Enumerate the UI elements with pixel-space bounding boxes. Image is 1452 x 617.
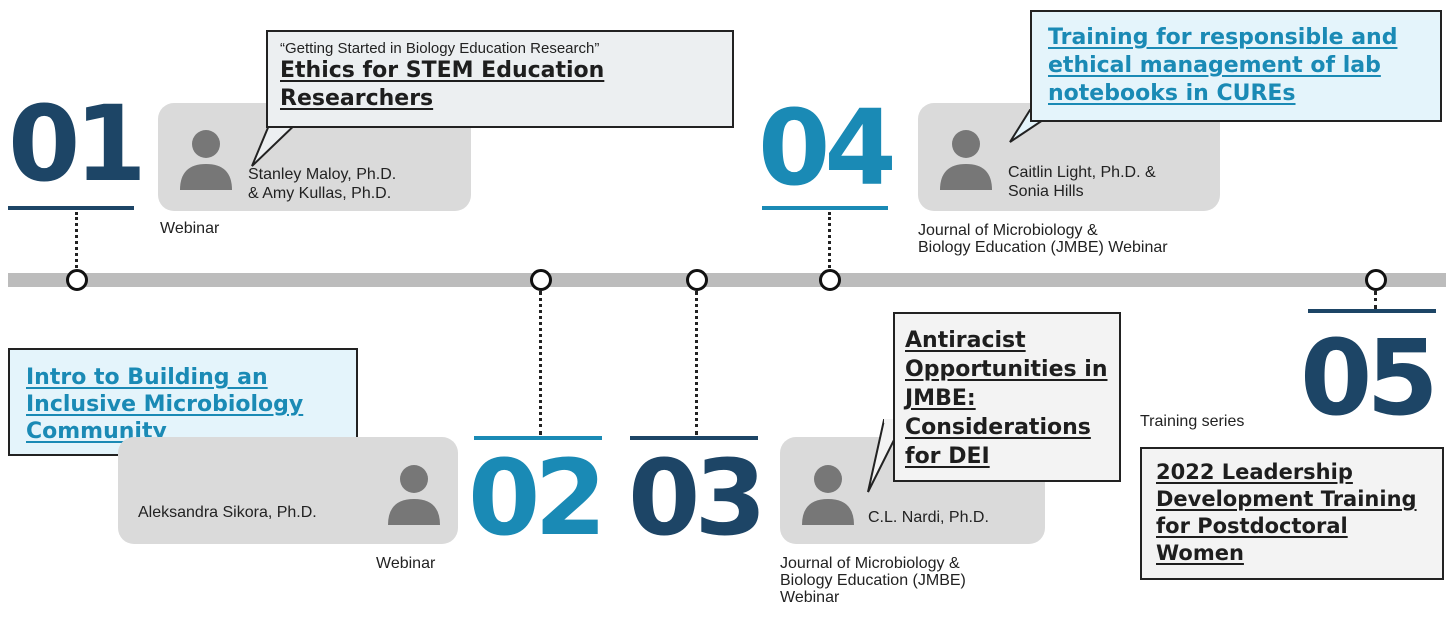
person-silhouette-icon xyxy=(388,465,440,525)
timeline-node-01 xyxy=(66,269,88,291)
timeline-node-03 xyxy=(686,269,708,291)
event-underline-02 xyxy=(474,436,602,440)
event-format-01: Webinar xyxy=(160,220,220,237)
event-underline-03 xyxy=(630,436,758,440)
person-silhouette-icon xyxy=(940,130,992,190)
event-underline-04 xyxy=(762,206,888,210)
presenter-names-04: Caitlin Light, Ph.D. & Sonia Hills xyxy=(1008,164,1156,200)
event-number-05: 05 xyxy=(1300,317,1439,439)
presenter-names-02: Aleksandra Sikora, Ph.D. xyxy=(138,504,317,521)
event-number-02: 02 xyxy=(468,437,607,559)
event-number-04: 04 xyxy=(758,87,897,209)
connector-03 xyxy=(695,291,698,435)
event-format-03: Journal of Microbiology & Biology Educat… xyxy=(780,555,966,606)
timeline-node-02 xyxy=(530,269,552,291)
event-format-04: Journal of Microbiology & Biology Educat… xyxy=(918,222,1168,256)
timeline-node-05 xyxy=(1365,269,1387,291)
title-bubble-03: Antiracist Opportunities in JMBE: Consid… xyxy=(893,312,1121,482)
event-format-05: Training series xyxy=(1140,413,1245,430)
connector-04 xyxy=(828,212,831,268)
series-subtitle-01: “Getting Started in Biology Education Re… xyxy=(280,40,600,57)
event-title-link-04[interactable]: Training for responsible and ethical man… xyxy=(1048,25,1398,106)
event-underline-05 xyxy=(1308,309,1436,313)
event-title-link-02[interactable]: Intro to Building an Inclusive Microbiol… xyxy=(26,365,304,444)
connector-05 xyxy=(1374,291,1377,309)
person-silhouette-icon xyxy=(802,465,854,525)
connector-02 xyxy=(539,291,542,435)
event-title-link-03[interactable]: Antiracist Opportunities in JMBE: Consid… xyxy=(905,328,1108,469)
connector-01 xyxy=(75,212,78,268)
event-number-01: 01 xyxy=(8,83,147,205)
event-underline-01 xyxy=(8,206,134,210)
title-bubble-04: Training for responsible and ethical man… xyxy=(1030,10,1442,122)
person-silhouette-icon xyxy=(180,130,232,190)
timeline-bar xyxy=(8,273,1446,287)
timeline-node-04 xyxy=(819,269,841,291)
presenter-names-03: C.L. Nardi, Ph.D. xyxy=(868,509,989,526)
event-format-02: Webinar xyxy=(376,555,436,572)
title-bubble-01: “Getting Started in Biology Education Re… xyxy=(266,30,734,128)
event-title-link-05[interactable]: 2022 Leadership Development Training for… xyxy=(1156,460,1417,565)
event-title-link-01[interactable]: Ethics for STEM Education Researchers xyxy=(280,58,605,111)
presenter-card-02 xyxy=(118,437,458,544)
title-bubble-05: 2022 Leadership Development Training for… xyxy=(1140,447,1444,580)
event-number-03: 03 xyxy=(628,437,767,559)
presenter-names-01: Stanley Maloy, Ph.D. & Amy Kullas, Ph.D. xyxy=(248,166,397,202)
